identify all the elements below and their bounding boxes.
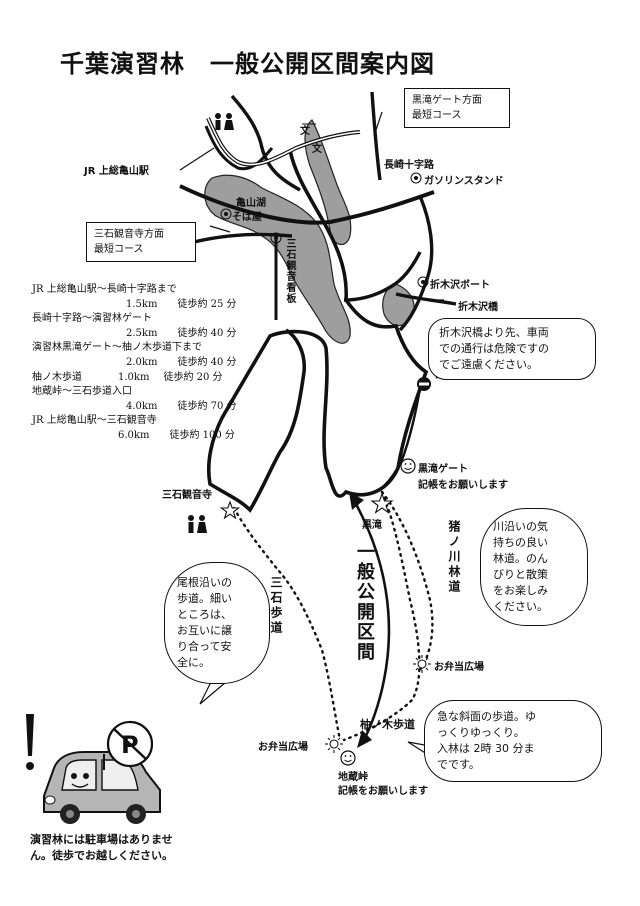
smiley-icon-gate xyxy=(400,458,416,474)
road-nagasaki-north xyxy=(370,91,382,181)
bubble-steep-trail: 急な斜面の歩道。ゆ っくりゆっくり。 入林は 2時 30 分ま でです。 xyxy=(424,700,602,782)
lake-kameyama xyxy=(204,174,351,344)
label-gas-station: ガソリンスタンド xyxy=(424,176,504,187)
road-to-gate xyxy=(383,387,422,487)
road-station xyxy=(204,125,274,171)
label-kurotaki-gate: 黒滝ゲート xyxy=(418,464,468,475)
parking-note: 演習林には駐車場はありませ ん。徒歩でお越しください。 xyxy=(30,833,173,862)
label-yunoki: 柚ノ木歩道 xyxy=(360,718,415,731)
double-circle-icon-boat xyxy=(417,276,429,288)
label-lake: 亀山湖 xyxy=(236,198,266,209)
forest-boundary xyxy=(206,149,429,513)
road-river-side xyxy=(343,251,422,302)
double-circle-icon-sign xyxy=(270,232,282,244)
label-jr-station: JR 上総亀山駅 xyxy=(84,166,149,177)
arrow-head-top xyxy=(349,492,364,510)
road-origisawa xyxy=(395,292,457,306)
label-sanseki-sign: 三石観音看板 xyxy=(284,238,295,304)
road-east-loop xyxy=(398,195,434,332)
star-icon-temple xyxy=(219,500,241,520)
page-title: 千葉演習林 一般公開区間案内図 xyxy=(60,50,435,78)
arrow-head-bottom xyxy=(357,730,372,748)
label-origisawa-boat: 折木沢ボート xyxy=(430,280,490,291)
exclamation-icon xyxy=(26,714,34,770)
bubble-ridge-trail: 尾根沿いの 歩道。細い ところは、 お互いに譲 り合って安 全に。 xyxy=(164,562,270,684)
public-section-arrow xyxy=(354,503,391,741)
forest-boundary-upper xyxy=(230,94,301,192)
bubble-origisawa-warning: 折木沢橋より先、車両 での通行は危険ですの でご遠慮ください。 xyxy=(428,318,596,380)
label-school-1: 文 xyxy=(300,126,310,137)
label-kurotaki: 黒滝 xyxy=(362,520,382,531)
label-school-2: 文 xyxy=(312,144,322,155)
label-sanseki-temple: 三石観音寺 xyxy=(162,490,212,501)
label-origisawa-bridge: 折木沢橋 xyxy=(458,302,498,313)
star-icon-kurotaki xyxy=(370,492,394,514)
label-obento-1: お弁当広場 xyxy=(434,662,484,673)
sun-icon-obento-2 xyxy=(325,735,343,753)
bubble-river-road: 川沿いの気 持ちの良い 林道。のん びりと散策 をお楽しみ ください。 xyxy=(480,508,588,626)
smiley-icon-jizo xyxy=(340,750,356,766)
road-main-east xyxy=(179,184,435,225)
double-circle-icon-gas xyxy=(410,172,422,184)
label-jizo-note: 記帳をお願いします xyxy=(338,786,428,797)
label-soba: そば屋 xyxy=(232,212,262,223)
label-inoshigawa-road: 猪ノ川林道 xyxy=(447,520,461,595)
label-obento-2: お弁当広場 xyxy=(258,742,308,753)
toilet-icon-station xyxy=(215,113,234,130)
trail-sanseki-dotted xyxy=(232,506,342,742)
label-kurotaki-gate-note: 記帳をお願いします xyxy=(418,480,508,491)
toilet-icon-temple xyxy=(188,515,207,533)
double-circle-icon-soba xyxy=(220,208,232,220)
trail-inoshi-dotted xyxy=(380,490,434,672)
lake-branch xyxy=(304,119,352,246)
callout-kurotaki-route: 黒滝ゲート方面 最短コース xyxy=(404,88,510,128)
label-jizo: 地蔵峠 xyxy=(338,772,368,783)
no-parking-icon: P xyxy=(103,720,154,770)
car-illustration xyxy=(43,751,161,824)
callout-sanseki-route: 三石観音寺方面 最短コース xyxy=(86,222,196,262)
sun-icon-obento-1 xyxy=(413,655,431,673)
label-public-section: 一般公開区間 xyxy=(354,542,375,662)
label-nagasaki: 長崎十字路 xyxy=(384,160,434,171)
label-sanseki-trail: 三石歩道 xyxy=(269,576,283,636)
